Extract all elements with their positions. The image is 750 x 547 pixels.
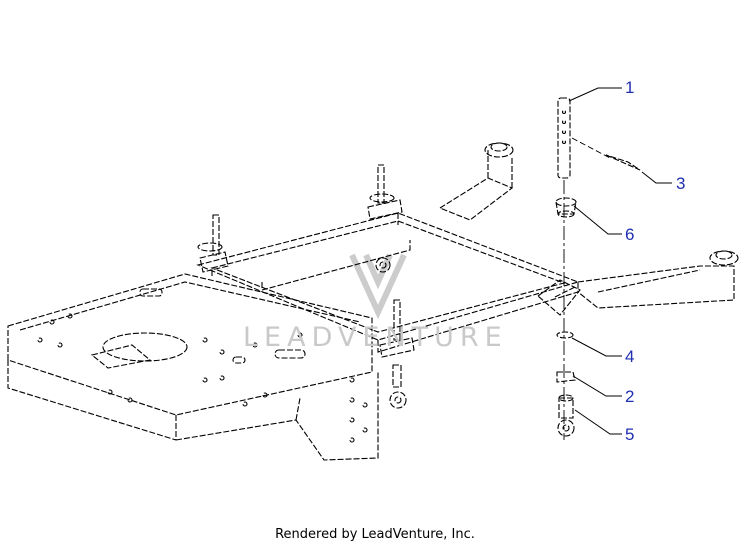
part-6-bushing — [555, 197, 577, 218]
callout-5[interactable]: 5 — [625, 425, 635, 444]
part-1-pin — [557, 97, 571, 179]
callout-4[interactable]: 4 — [625, 347, 635, 366]
footer-credit: Rendered by LeadVenture, Inc. — [275, 527, 475, 542]
callout-3[interactable]: 3 — [676, 174, 686, 193]
callout-6[interactable]: 6 — [625, 225, 635, 244]
deck-plate — [7, 273, 379, 461]
callout-2[interactable]: 2 — [625, 387, 635, 406]
callout-leaders — [568, 87, 672, 435]
part-5-eye-bolt — [557, 394, 575, 437]
part-3-hairpin — [605, 154, 641, 171]
main-frame — [196, 142, 739, 353]
hairpin-centerline — [571, 137, 611, 159]
part-2-nut — [556, 371, 576, 383]
callout-1[interactable]: 1 — [625, 78, 635, 97]
part-4-washer — [556, 331, 574, 339]
frame-eye-bolts — [197, 164, 415, 409]
watermark-text: LEADVENTURE — [243, 322, 508, 353]
